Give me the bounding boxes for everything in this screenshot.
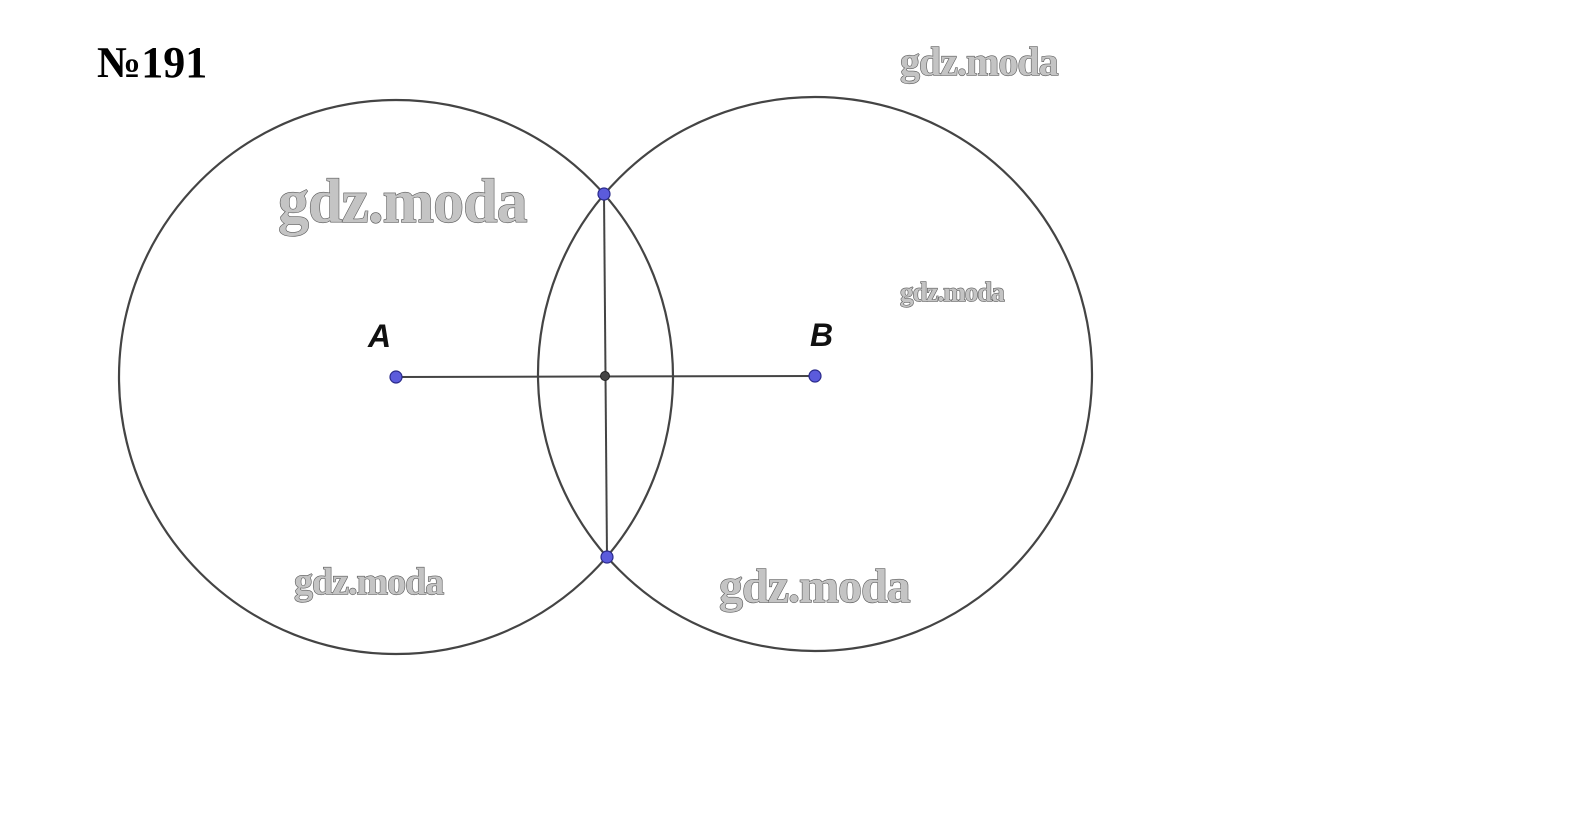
point-b: [808, 369, 822, 383]
problem-number: №191: [97, 38, 208, 87]
point-b-label: B: [810, 317, 833, 353]
intersection-top: [597, 187, 611, 201]
point-a: [389, 370, 403, 384]
watermark: gdz.moda: [900, 39, 1059, 84]
intersection-bottom: [600, 550, 614, 564]
watermark: gdz.moda: [278, 168, 528, 236]
watermark: gdz.moda: [719, 560, 911, 613]
circle-centered-b: [536, 95, 1094, 653]
watermark: gdz.moda: [294, 561, 444, 603]
watermark: gdz.moda: [900, 277, 1005, 307]
midpoint: [600, 371, 610, 381]
point-a-label: A: [367, 318, 391, 354]
